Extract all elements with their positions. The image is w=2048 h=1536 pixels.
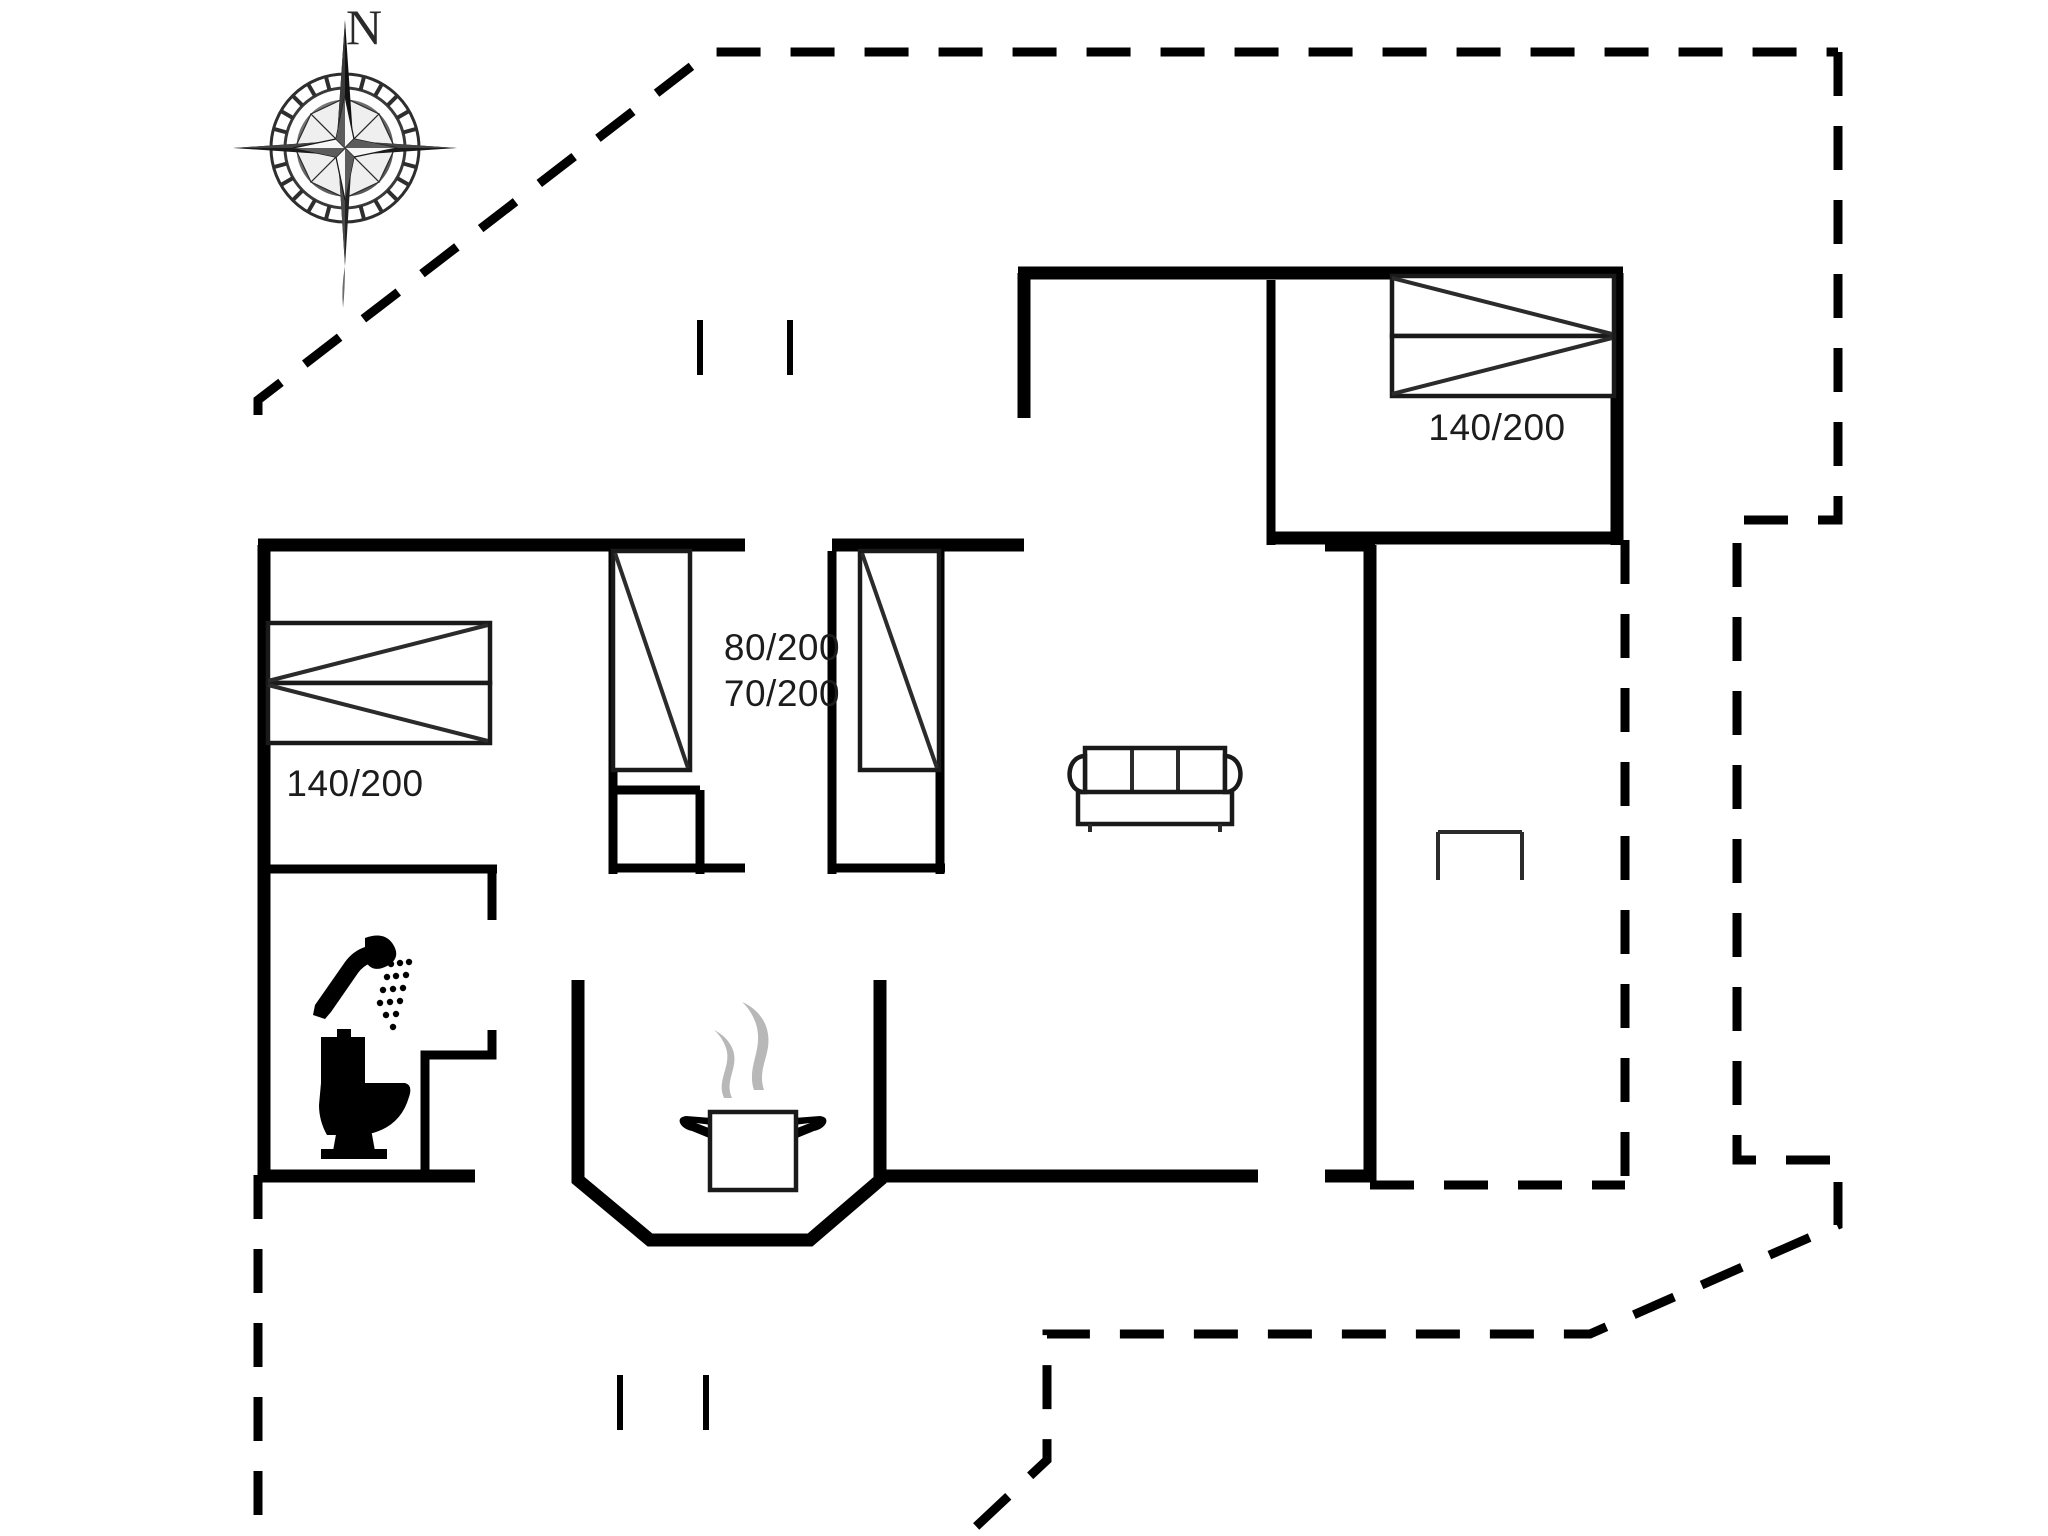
- compass-north-label: N: [346, 0, 382, 55]
- cooking-pot-icon: [679, 1002, 827, 1193]
- bed-right-140-200: [1389, 273, 1617, 399]
- bunk-lower-dimension-label: 70/200: [724, 673, 840, 714]
- bed-right-dimension-label: 140/200: [1428, 407, 1565, 448]
- terrace-step: [1436, 830, 1524, 880]
- sofa-icon: [1067, 745, 1243, 832]
- toilet-icon: [319, 1029, 411, 1159]
- bunk-right-70-200: [857, 548, 942, 773]
- bed-left-140-200: [265, 620, 493, 746]
- tick-marks: [617, 320, 793, 1430]
- compass-rose-icon: [233, 20, 457, 308]
- bunk-upper-dimension-label: 80/200: [724, 627, 840, 668]
- shower-icon: [313, 935, 413, 1031]
- bunk-left-80-200: [610, 548, 693, 773]
- property-boundary-dashed: [253, 47, 1843, 1536]
- bed-left-dimension-label: 140/200: [286, 763, 423, 804]
- house-walls: [257, 266, 1624, 1247]
